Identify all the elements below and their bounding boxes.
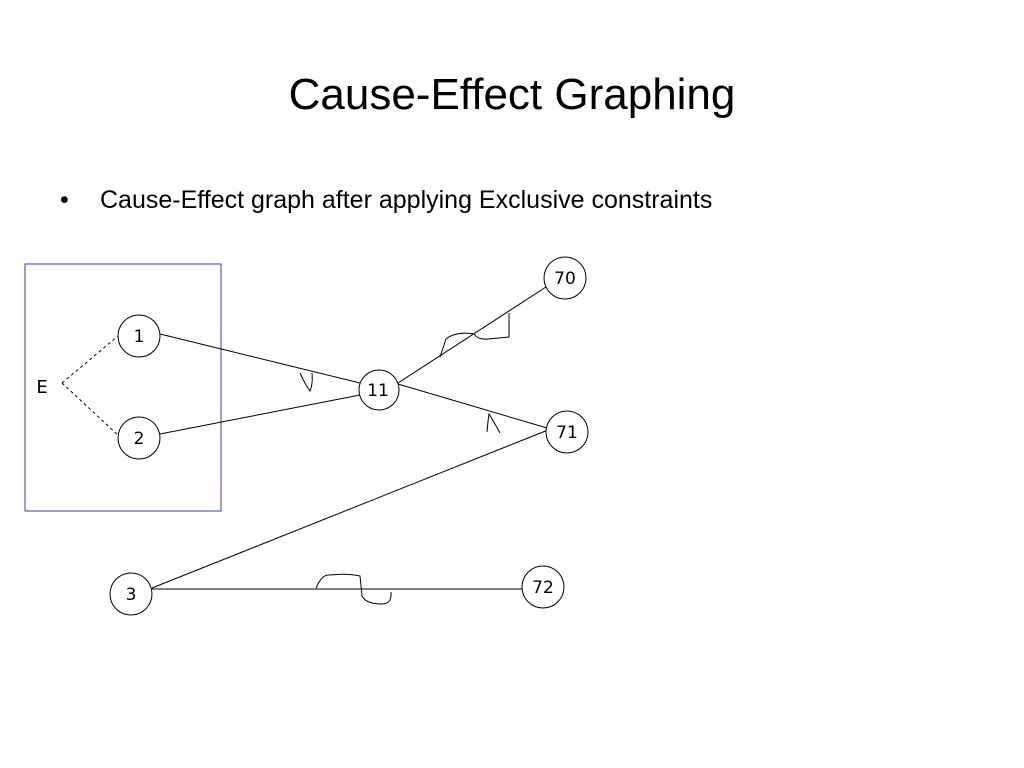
and-symbol [486, 412, 501, 434]
edge-1-to-11 [159, 333, 361, 384]
effect-node-70-label: 70 [554, 269, 576, 289]
constraint-box [24, 263, 222, 512]
intermediate-node-11-label: 11 [367, 381, 389, 401]
constraint-link-2 [61, 382, 120, 437]
effect-node-72-label: 72 [532, 578, 554, 598]
cause-node-1-label: 1 [134, 327, 145, 347]
not-symbol-72 [315, 573, 392, 605]
bullet-marker: • [60, 186, 69, 214]
cause-node-1: 1 [117, 314, 161, 358]
cause-node-2-label: 2 [134, 429, 145, 449]
effect-node-71-label: 71 [556, 423, 578, 443]
cause-node-3: 3 [109, 572, 153, 616]
edge-11-to-70 [397, 286, 547, 384]
not-symbol-70 [439, 313, 510, 358]
effect-node-71: 71 [545, 410, 589, 454]
effect-node-72: 72 [521, 565, 565, 609]
slide-title: Cause-Effect Graphing [288, 70, 736, 119]
exclusive-constraint-label: E [36, 377, 47, 398]
edge-2-to-11 [159, 394, 361, 435]
or-symbol [299, 372, 313, 392]
intermediate-node-11: 11 [358, 369, 400, 411]
edge-3-to-71 [151, 429, 549, 589]
cause-node-2: 2 [117, 416, 161, 460]
effect-node-70: 70 [543, 256, 587, 300]
constraint-link-1 [61, 335, 119, 384]
bullet-item: • Cause-Effect graph after applying Exclu… [60, 186, 712, 215]
edge-11-to-71 [397, 383, 548, 429]
cause-node-3-label: 3 [126, 585, 137, 605]
bullet-text: Cause-Effect graph after applying Exclus… [100, 186, 713, 214]
